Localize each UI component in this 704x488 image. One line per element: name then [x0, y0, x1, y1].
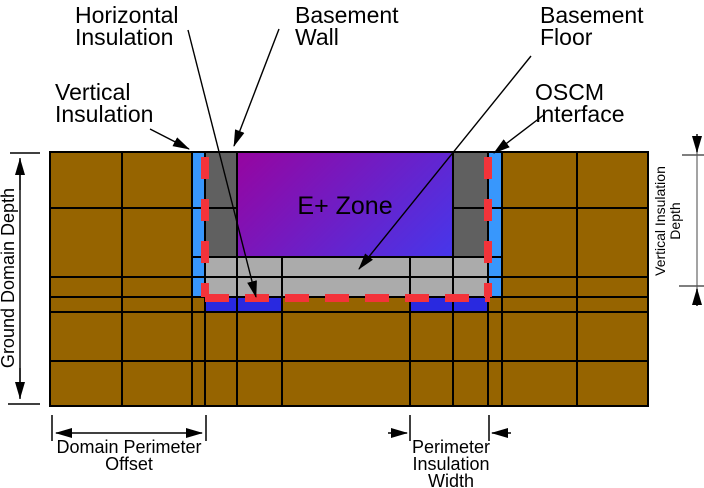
grid-line [51, 207, 237, 209]
basement-wall-left [205, 153, 237, 257]
grid-line [281, 257, 283, 405]
grid-line [51, 311, 647, 313]
grid-line [51, 276, 647, 278]
grid-line [121, 153, 123, 405]
grid-line [501, 153, 503, 405]
vertical-insulation-depth-label: Vertical Insulation Depth [652, 166, 683, 276]
oscm-interface-dash-left [201, 157, 209, 297]
grid-line [51, 360, 647, 362]
grid-line [576, 153, 578, 405]
grid-line [453, 207, 647, 209]
oscm-interface-dash-right [484, 157, 492, 297]
oscm-interface-label: OSCM Interface [535, 79, 625, 127]
grid-line [452, 153, 454, 405]
eplus-zone-label: E+ Zone [297, 192, 393, 220]
vertical-insulation-arrow [149, 128, 190, 150]
vertical-insulation-label: Vertical Insulation [55, 79, 154, 127]
grid-line [191, 153, 193, 405]
basement-floor-label: Basement Floor [540, 2, 644, 50]
grid-line [236, 153, 238, 405]
ground-domain-depth-label: Ground Domain Depth [0, 187, 18, 369]
domain-perimeter-offset-label: Domain Perimeter Offset [56, 437, 202, 474]
basement-wall-arrow [233, 28, 280, 147]
grid-line [409, 257, 411, 405]
perimeter-insulation-width-label: Perimeter Insulation Width [411, 437, 491, 488]
basement-wall-label: Basement Wall [295, 2, 399, 50]
oscm-interface-dash-bottom [205, 294, 490, 302]
grid-line [192, 256, 502, 258]
basement-wall-right [453, 153, 488, 257]
horizontal-insulation-label: Horizontal Insulation [75, 2, 179, 50]
